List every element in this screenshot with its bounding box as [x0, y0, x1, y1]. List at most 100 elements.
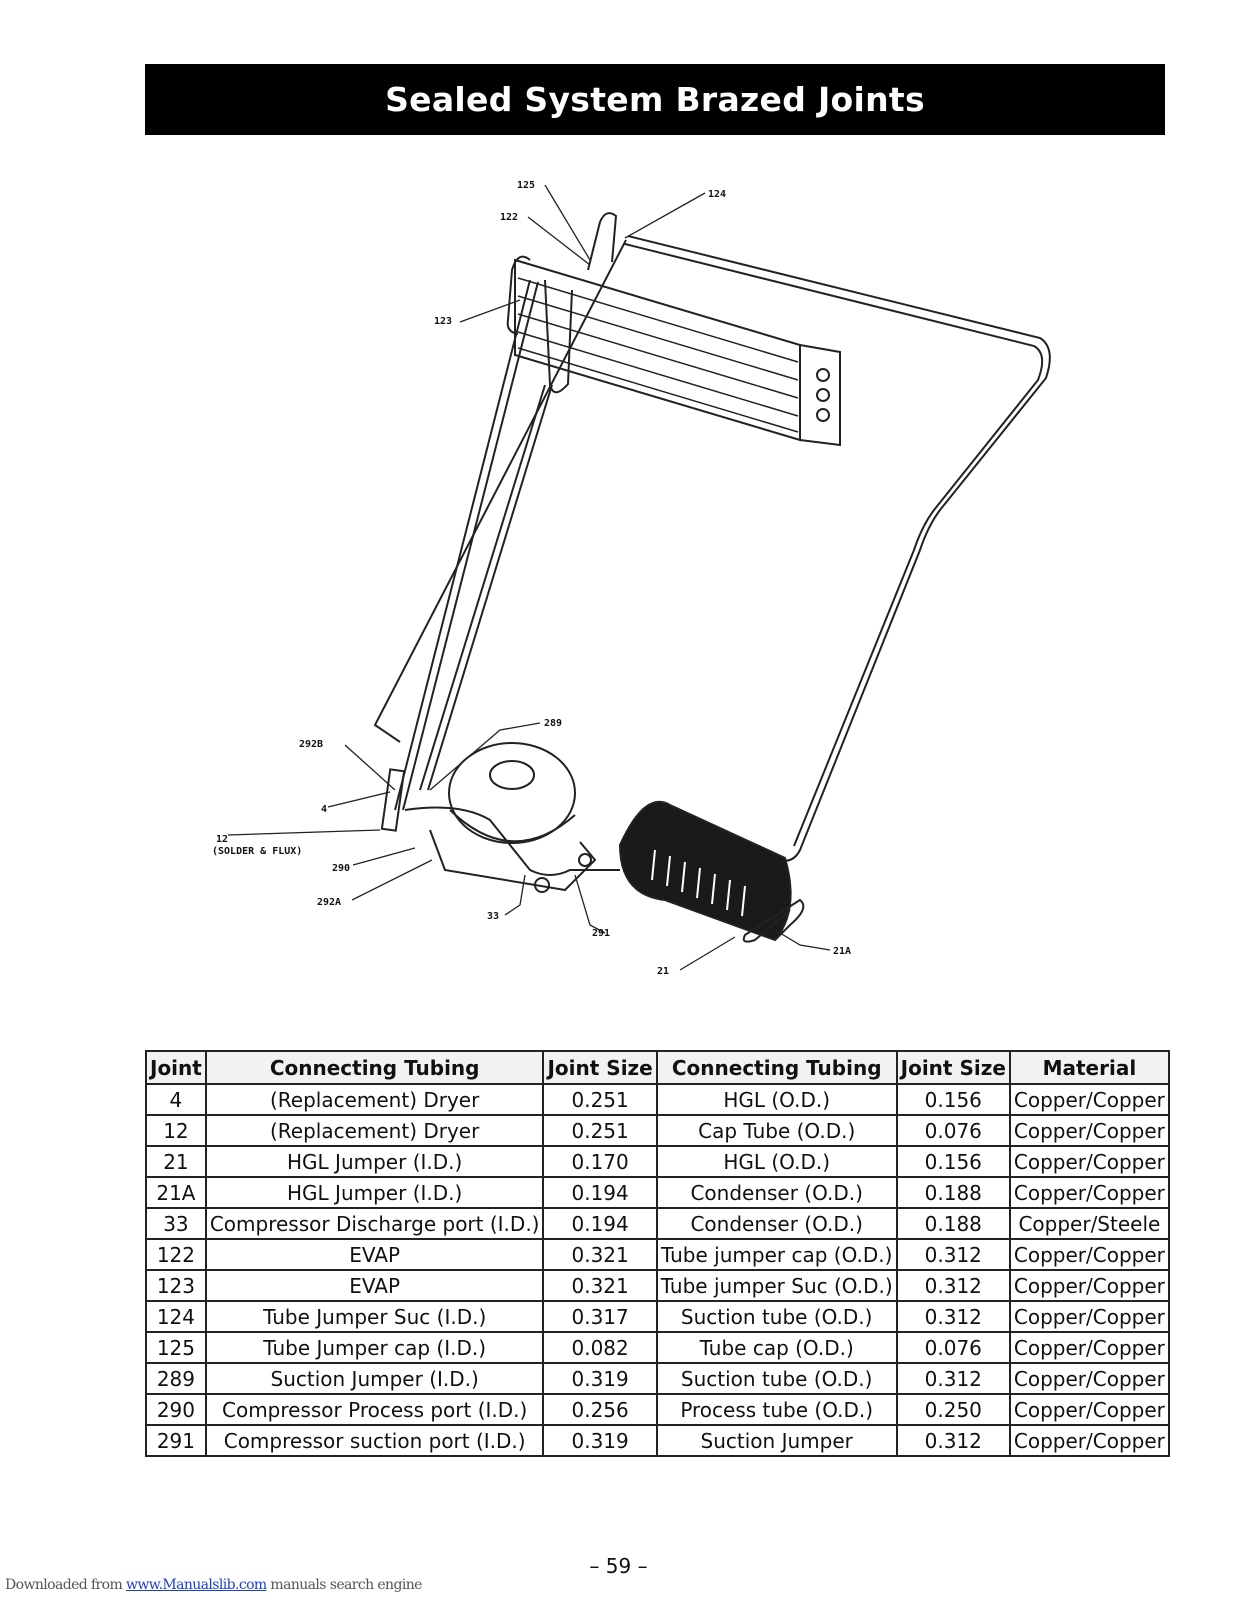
- col-header-joint-size: Joint Size: [542, 1050, 658, 1085]
- connecting-tubing-2-cell: Suction Jumper: [655, 1424, 898, 1457]
- joint-size-2-cell: 0.312: [895, 1362, 1011, 1395]
- connecting-tubing-2-cell: HGL (O.D.): [655, 1145, 898, 1178]
- joint-cell: 4: [145, 1083, 207, 1116]
- callout-292b: 292B: [299, 739, 323, 750]
- joint-size-2-cell: 0.156: [895, 1083, 1011, 1116]
- connecting-tubing-2-cell: Suction tube (O.D.): [655, 1362, 898, 1395]
- joint-size-cell: 0.194: [542, 1207, 658, 1240]
- brazed-joints-table: Joint Connecting Tubing Joint Size Conne…: [145, 1050, 1170, 1457]
- callout-289: 289: [544, 718, 562, 729]
- connecting-tubing-2-cell: Tube jumper Suc (O.D.): [655, 1269, 898, 1302]
- connecting-tubing-cell: Compressor Discharge port (I.D.): [204, 1207, 545, 1240]
- connecting-tubing-cell: Tube Jumper cap (I.D.): [204, 1331, 545, 1364]
- joint-size-2-cell: 0.188: [895, 1207, 1011, 1240]
- joint-size-cell: 0.256: [542, 1393, 658, 1426]
- callout-12: 12: [216, 834, 228, 845]
- joint-size-cell: 0.194: [542, 1176, 658, 1209]
- col-header-joint: Joint: [145, 1050, 207, 1085]
- material-cell: Copper/Copper: [1008, 1083, 1170, 1116]
- tube-jumper-suc: [544, 279, 573, 394]
- tube-jumper-cap: [587, 212, 618, 271]
- joint-size-2-cell: 0.076: [895, 1331, 1011, 1364]
- callout-21: 21: [657, 966, 669, 977]
- joint-size-2-cell: 0.250: [895, 1393, 1011, 1426]
- connecting-tubing-2-cell: Process tube (O.D.): [655, 1393, 898, 1426]
- joint-size-cell: 0.321: [542, 1269, 658, 1302]
- connecting-tubing-cell: (Replacement) Dryer: [204, 1114, 545, 1147]
- sealed-system-diagram: 125 124 122 123 289 292B 4 12 (SOLDER & …: [200, 170, 1100, 1010]
- page-title-bar: Sealed System Brazed Joints: [145, 64, 1165, 135]
- hgl-line: [373, 239, 627, 743]
- callout-290: 290: [332, 863, 350, 874]
- download-footer: Downloaded from www.Manualslib.com manua…: [5, 1577, 422, 1593]
- callout-122: 122: [500, 212, 518, 223]
- connecting-tubing-cell: (Replacement) Dryer: [204, 1083, 545, 1116]
- joint-size-2-cell: 0.076: [895, 1114, 1011, 1147]
- connecting-tubing-cell: Compressor Process port (I.D.): [204, 1393, 545, 1426]
- col-header-connecting-tubing: Connecting Tubing: [204, 1050, 545, 1085]
- callout-124: 124: [708, 189, 726, 200]
- joint-cell: 33: [145, 1207, 207, 1240]
- joint-cell: 291: [145, 1424, 207, 1457]
- material-cell: Copper/Copper: [1008, 1176, 1170, 1209]
- connecting-tubing-cell: EVAP: [204, 1269, 545, 1302]
- connecting-tubing-cell: HGL Jumper (I.D.): [204, 1145, 545, 1178]
- material-cell: Copper/Copper: [1008, 1300, 1170, 1333]
- connecting-tubing-2-cell: Tube cap (O.D.): [655, 1331, 898, 1364]
- dryer: [380, 768, 406, 832]
- joint-size-cell: 0.319: [542, 1424, 658, 1457]
- connecting-tubing-2-cell: Tube jumper cap (O.D.): [655, 1238, 898, 1271]
- connecting-tubing-2-cell: Suction tube (O.D.): [655, 1300, 898, 1333]
- joint-size-cell: 0.170: [542, 1145, 658, 1178]
- table-header-row: Joint Connecting Tubing Joint Size Conne…: [145, 1050, 1170, 1085]
- joint-cell: 125: [145, 1331, 207, 1364]
- material-cell: Copper/Steele: [1008, 1207, 1170, 1240]
- connecting-tubing-2-cell: Condenser (O.D.): [655, 1207, 898, 1240]
- compressor-base: [429, 829, 597, 892]
- material-cell: Copper/Copper: [1008, 1362, 1170, 1395]
- joint-cell: 21: [145, 1145, 207, 1178]
- joint-size-cell: 0.317: [542, 1300, 658, 1333]
- connecting-tubing-cell: Suction Jumper (I.D.): [204, 1362, 545, 1395]
- joint-size-cell: 0.321: [542, 1238, 658, 1271]
- footer-suffix: manuals search engine: [266, 1577, 422, 1593]
- joint-size-2-cell: 0.312: [895, 1300, 1011, 1333]
- col-header-material: Material: [1008, 1050, 1170, 1085]
- callout-123: 123: [434, 316, 452, 327]
- page-number: – 59 –: [589, 1554, 648, 1578]
- joint-cell: 123: [145, 1269, 207, 1302]
- joint-size-2-cell: 0.156: [895, 1145, 1011, 1178]
- connecting-tubing-cell: Compressor suction port (I.D.): [204, 1424, 545, 1457]
- footer-link[interactable]: www.Manualslib.com: [126, 1577, 267, 1593]
- joint-cell: 122: [145, 1238, 207, 1271]
- connecting-tubing-2-cell: Cap Tube (O.D.): [655, 1114, 898, 1147]
- joint-cell: 124: [145, 1300, 207, 1333]
- connecting-tubing-cell: Tube Jumper Suc (I.D.): [204, 1300, 545, 1333]
- material-cell: Copper/Copper: [1008, 1145, 1170, 1178]
- connecting-tubing-2-cell: HGL (O.D.): [655, 1083, 898, 1116]
- cap-tube: [394, 279, 531, 811]
- callout-12-note: (SOLDER & FLUX): [212, 846, 302, 857]
- col-header-connecting-tubing-2: Connecting Tubing: [655, 1050, 898, 1085]
- material-cell: Copper/Copper: [1008, 1424, 1170, 1457]
- material-cell: Copper/Copper: [1008, 1331, 1170, 1364]
- callout-292a: 292A: [317, 897, 341, 908]
- joint-size-2-cell: 0.188: [895, 1176, 1011, 1209]
- joint-size-cell: 0.251: [542, 1083, 658, 1116]
- connecting-tubing-cell: HGL Jumper (I.D.): [204, 1176, 545, 1209]
- callout-21a: 21A: [833, 946, 851, 957]
- callout-125: 125: [517, 180, 535, 191]
- page-title: Sealed System Brazed Joints: [385, 80, 925, 119]
- condenser: [618, 800, 792, 942]
- material-cell: Copper/Copper: [1008, 1238, 1170, 1271]
- suction-line: [627, 235, 1051, 862]
- joint-size-2-cell: 0.312: [895, 1424, 1011, 1457]
